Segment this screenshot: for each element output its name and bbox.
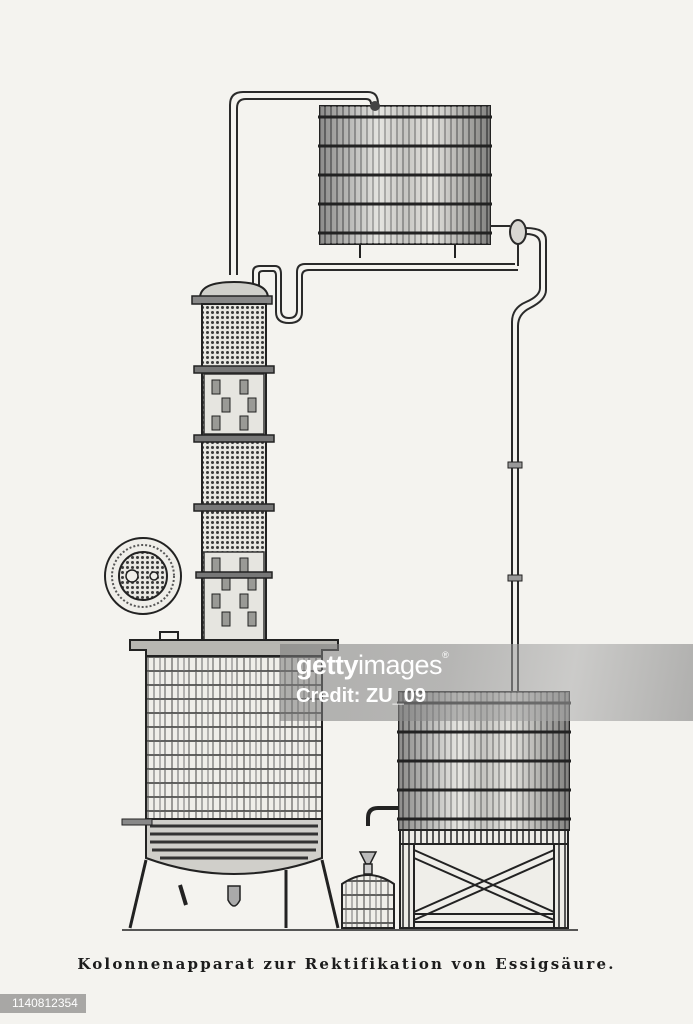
connecting-pipe	[252, 219, 547, 700]
heating-coil	[150, 824, 318, 860]
receiver-tank	[366, 691, 571, 929]
condenser-tank	[318, 101, 492, 258]
brand-light: images	[358, 650, 443, 680]
image-id-badge: 1140812354	[0, 994, 86, 1013]
getty-logo: gettyimages®	[296, 650, 449, 681]
tray-cross-section	[104, 537, 182, 615]
credit-text: Credit: ZU_09	[296, 685, 427, 707]
tank-stand	[399, 829, 569, 929]
tray-section-upper	[203, 373, 265, 435]
registered-mark: ®	[442, 650, 449, 660]
getty-watermark: gettyimages® Credit: ZU_09	[280, 644, 693, 721]
distillation-column	[191, 280, 275, 645]
wicker-demijohn	[341, 851, 395, 929]
brand-bold: getty	[296, 650, 359, 680]
caption: Kolonnenapparat zur Rektifikation von Es…	[77, 955, 616, 973]
tray-section-lower	[203, 551, 265, 641]
vapour-pipe	[229, 91, 379, 275]
